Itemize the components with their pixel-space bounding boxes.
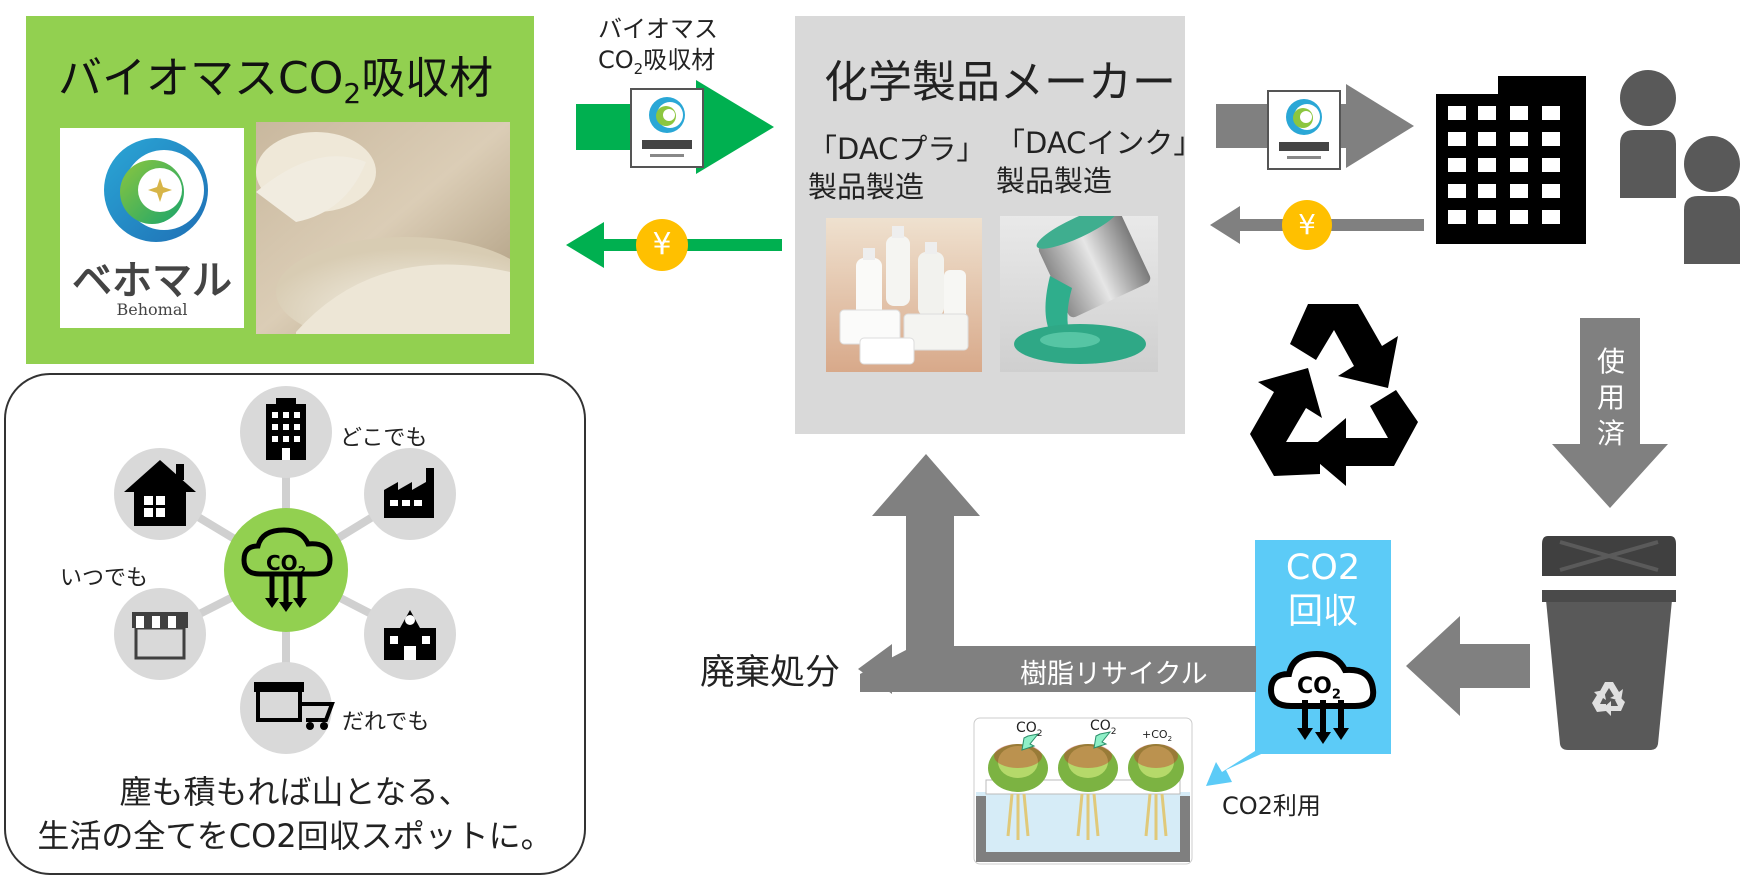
mini-logo-left — [630, 88, 704, 168]
disposal-arrow-left — [858, 644, 1000, 694]
co2-use-arrow — [1206, 744, 1270, 786]
co2-box-line2: 回収 — [1287, 592, 1358, 632]
product-pla-label: 「DACプラ」製品製造 — [808, 132, 986, 204]
resin-recycle-label: 樹脂リサイクル — [1020, 659, 1208, 690]
ink-paint-photo — [1000, 206, 1158, 376]
anywhere-label: どこでも — [340, 426, 428, 451]
co2-cloud-text: CO2 — [1297, 674, 1341, 703]
recycle-icon — [1250, 304, 1418, 486]
hydroponic-tank: CO2 CO2 +CO2 — [972, 716, 1196, 870]
co2-cloud-icon — [1267, 650, 1377, 744]
co2-recovery-box: CO2 回収 CO2 — [1255, 540, 1391, 754]
plant-co2-label-1: CO2 — [1016, 720, 1043, 739]
disposal-label: 廃棄処分 — [700, 653, 841, 693]
plastic-products-photo — [826, 218, 982, 376]
powder-photo — [256, 122, 536, 347]
people-icon — [1620, 70, 1740, 264]
arrow-label-absorbent: バイオマス CO2吸収材 — [598, 15, 718, 78]
absorbent-title: バイオマスCO2吸収材 — [58, 53, 494, 110]
yen-coin-left: ¥ — [636, 219, 688, 271]
behomal-logo: ベホマル Behomal — [60, 128, 244, 328]
co2-use-label: CO2利用 — [1222, 792, 1321, 820]
trash-bin-icon — [1542, 536, 1676, 750]
plant-co2-label-3: +CO2 — [1142, 728, 1173, 744]
used-label: 使用済 — [1596, 345, 1625, 450]
used-arrow-down — [1552, 318, 1668, 508]
yen-coin-right: ¥ — [1282, 200, 1332, 250]
brand-en: Behomal — [116, 300, 188, 319]
brand-jp: ベホマル — [72, 258, 232, 304]
collect-arrow-left — [1406, 616, 1530, 716]
slogan: 塵も積もれば山となる、 生活の全てをCO2回収スポットに。 — [37, 773, 553, 855]
anyone-label: だれでも — [342, 710, 430, 735]
maker-title: 化学製品メーカー — [824, 57, 1176, 108]
center-co2-text: CO2 — [266, 551, 307, 578]
co2-box-line1: CO2 — [1285, 548, 1361, 588]
resin-recycle-arrows — [860, 454, 1256, 692]
anytime-label: いつでも — [60, 566, 149, 591]
plant-co2-label-2: CO2 — [1090, 718, 1117, 737]
behomal-emblem-icon — [104, 138, 208, 242]
product-ink-label: 「DACインク」製品製造 — [996, 126, 1203, 198]
mini-logo-right — [1267, 90, 1341, 170]
spot-network — [114, 386, 456, 754]
office-building-icon — [1436, 76, 1586, 244]
